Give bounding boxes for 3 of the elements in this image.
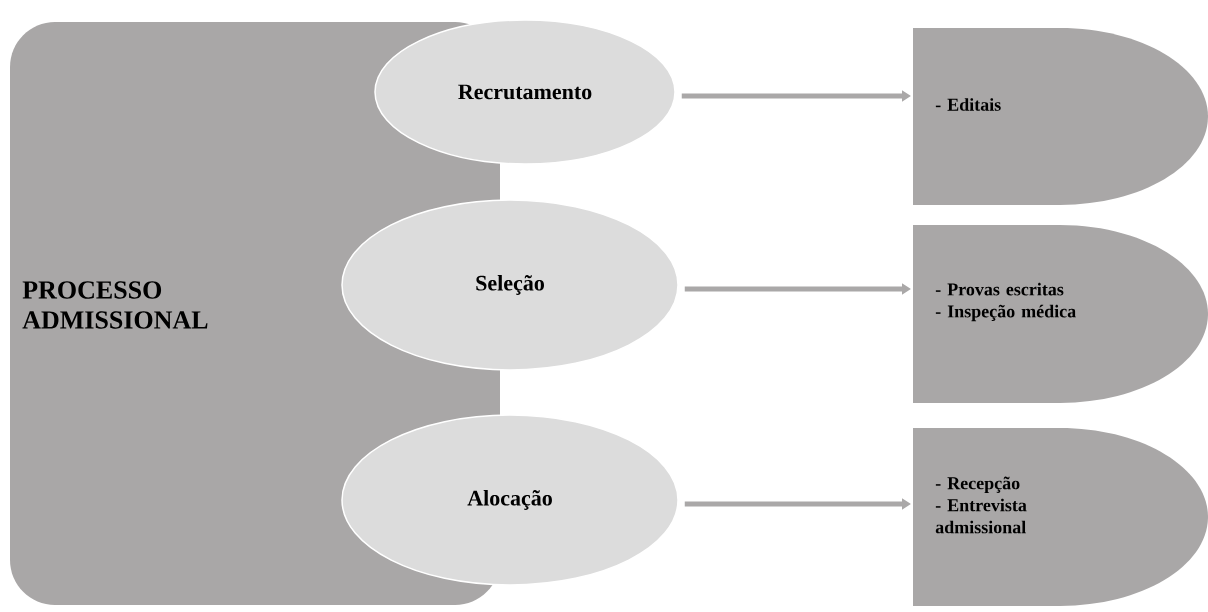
detail-box: - Recepção - Entrevista admissional [913, 428, 1208, 606]
detail-box: - Editais [913, 28, 1208, 205]
detail-box: - Provas escritas - Inspeção médica [913, 225, 1208, 403]
